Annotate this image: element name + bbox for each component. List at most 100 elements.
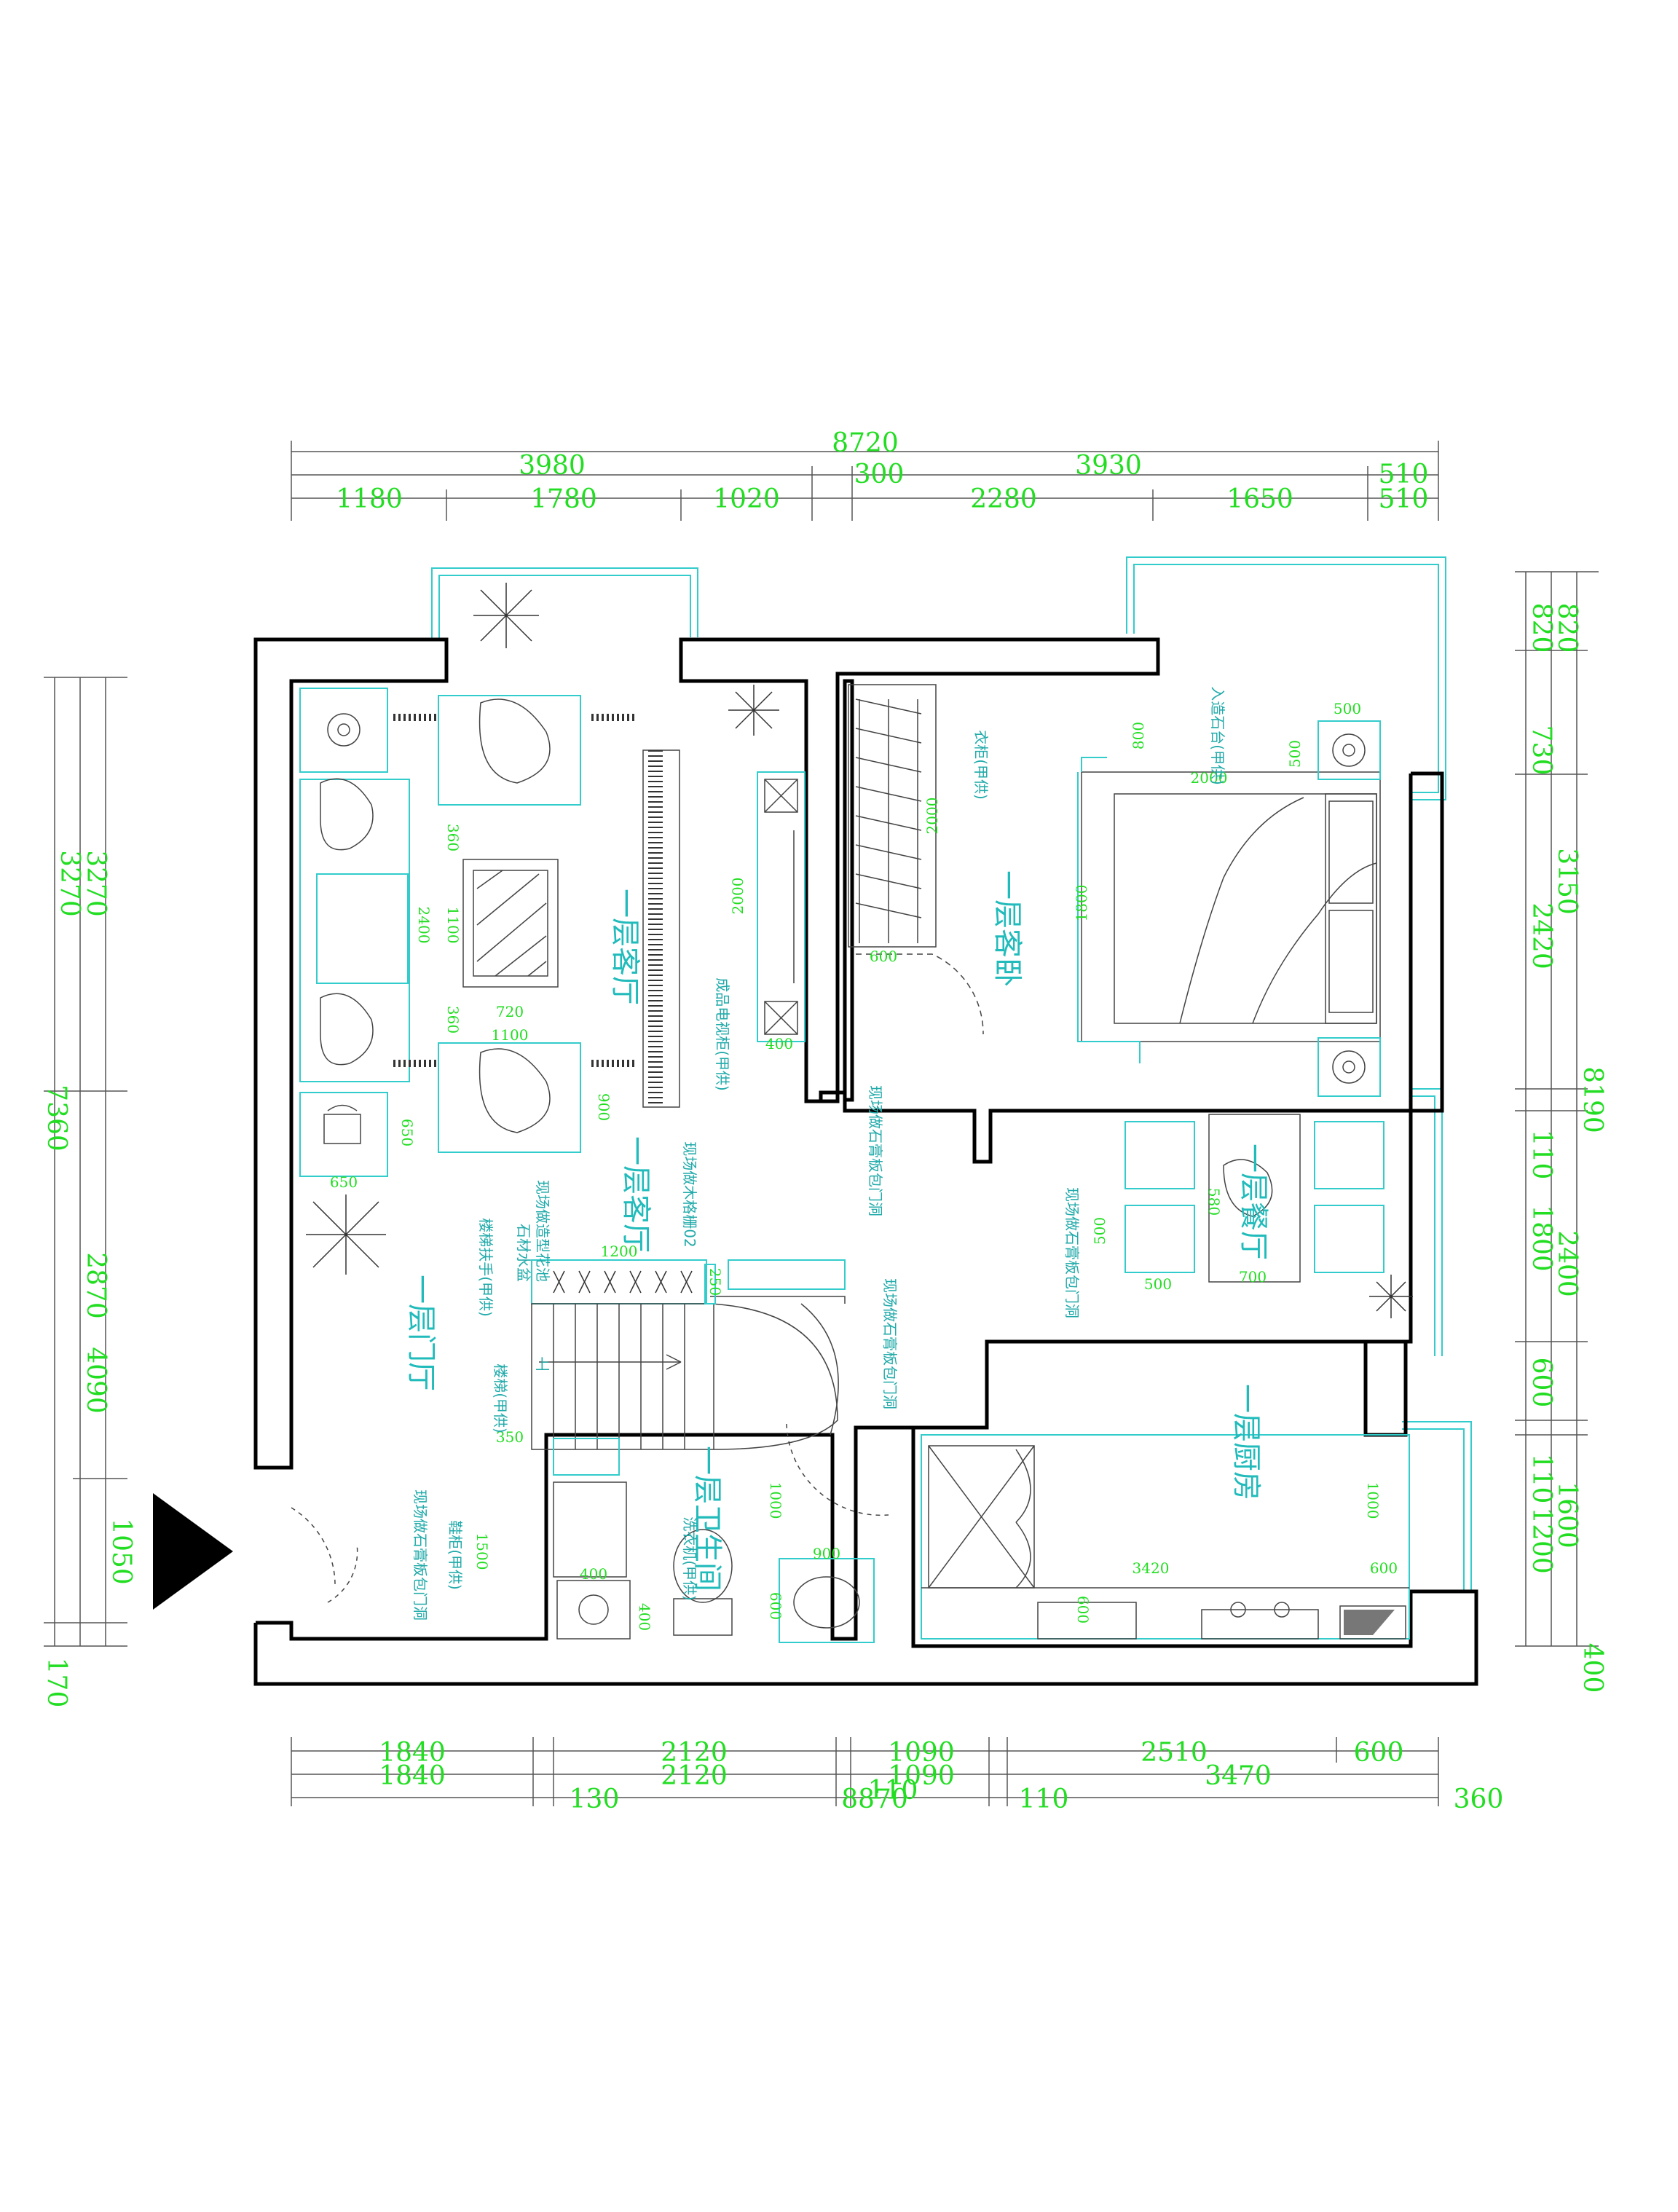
basin	[779, 1558, 875, 1643]
note-gypsum-door-4: 现场做石膏板包门洞	[411, 1489, 429, 1621]
dim-left-outer-1: 3270	[55, 850, 84, 917]
dim-bottom-row1-3: 1090	[888, 1738, 955, 1768]
bathroom-fixtures	[553, 1423, 889, 1643]
svg-text:3420: 3420	[1133, 1559, 1170, 1577]
dining-chair	[1124, 1121, 1195, 1189]
dim-bottom-row3-4: 360	[1454, 1784, 1504, 1814]
entrance-arrow	[153, 1493, 233, 1610]
bottom-dimension-lines	[291, 1737, 1439, 1806]
svg-text:400: 400	[765, 1035, 793, 1052]
svg-text:500: 500	[1091, 1217, 1108, 1245]
note-gypsum-door-1: 现场做石膏板包门洞	[867, 1085, 884, 1216]
svg-text:1100: 1100	[492, 1026, 529, 1044]
nightstand-top	[1317, 720, 1381, 780]
sink	[1037, 1602, 1137, 1640]
dining-chair	[1314, 1205, 1384, 1273]
dim-bottom-row3-2: 8870	[841, 1784, 908, 1814]
svg-text:2000: 2000	[923, 798, 941, 835]
note-gypsum-door-2: 现场做石膏板包门洞	[1063, 1187, 1081, 1318]
dim-top-row2-4: 510	[1379, 460, 1429, 489]
note-planter-box: 石材水盆	[515, 1224, 532, 1282]
svg-text:650: 650	[330, 1173, 358, 1191]
note-gypsum-door-3: 现场做石膏板包门洞	[881, 1278, 899, 1409]
plant-icon	[306, 583, 1413, 1318]
dim-bottom-row1-5: 600	[1354, 1738, 1404, 1768]
dim-right-inner-1: 820	[1552, 603, 1582, 653]
svg-text:350: 350	[496, 1428, 524, 1446]
dining-table	[1208, 1114, 1301, 1283]
dim-left-inner-3: 4090	[81, 1347, 111, 1414]
svg-text:1000: 1000	[767, 1482, 784, 1519]
svg-text:580: 580	[1205, 1188, 1223, 1216]
svg-text:600: 600	[870, 948, 897, 965]
dim-bottom-row1-2: 2120	[661, 1738, 728, 1768]
note-tv-cabinet: 成品电视柜(甲供)	[714, 977, 731, 1091]
dim-bottom-row3-3: 110	[1019, 1784, 1069, 1814]
dim-top-row3-5: 1650	[1226, 484, 1293, 514]
note-wardrobe: 衣柜(甲供)	[972, 730, 990, 800]
dim-right-inner-11: 1600	[1552, 1481, 1582, 1548]
svg-text:400: 400	[580, 1565, 607, 1583]
bedroom-furniture	[848, 684, 1381, 1097]
dim-left-inner-2: 2870	[81, 1252, 111, 1319]
dim-top-row3-4: 2280	[970, 484, 1037, 514]
armchair-bottom	[438, 1042, 581, 1153]
note-wood-slats: 现场做木格栅02	[681, 1141, 698, 1247]
svg-text:1100: 1100	[444, 907, 462, 944]
laundry-sink	[556, 1580, 631, 1640]
dim-bottom-row2-1: 1840	[379, 1761, 446, 1791]
svg-text:600: 600	[1074, 1596, 1092, 1623]
dim-right-inner-12: 1200	[1527, 1507, 1556, 1574]
dim-top-row3-2: 1780	[530, 484, 597, 514]
phone-table	[299, 1092, 388, 1177]
dim-bottom-row2-2: 2120	[661, 1761, 728, 1791]
bed	[1081, 771, 1381, 1042]
dim-top-row2-2: 300	[854, 460, 905, 489]
dim-bottom-row2-4: 3470	[1205, 1761, 1272, 1791]
svg-text:900: 900	[595, 1093, 612, 1121]
dim-bottom-row3-1: 130	[570, 1784, 620, 1814]
dining-chair	[1314, 1121, 1384, 1189]
left-dimension-lines	[44, 677, 127, 1647]
dim-right-outer-1: 8190	[1577, 1066, 1607, 1133]
dim-right-inner-3: 730	[1527, 725, 1556, 776]
svg-text:650: 650	[398, 1119, 416, 1146]
svg-text:500: 500	[1144, 1275, 1172, 1293]
dim-left-outer-3: 170	[42, 1658, 71, 1708]
note-laundry: 洗衣机(甲供)	[681, 1516, 698, 1601]
dim-top-overall: 8720	[832, 428, 899, 458]
svg-text:800: 800	[1130, 722, 1147, 749]
dim-right-inner-10: 110	[1527, 1454, 1556, 1504]
dim-top-row3-6: 510	[1379, 484, 1429, 514]
tv-cabinet-outline	[757, 771, 805, 1042]
armchair-top	[438, 695, 581, 806]
washing-machine	[553, 1481, 627, 1578]
svg-text:900: 900	[813, 1545, 840, 1562]
room-label-bedroom: 一层客卧	[990, 870, 1024, 987]
svg-text:600: 600	[767, 1592, 784, 1620]
interior-dims: 500 500 800 2000 2000 1800 600 2000 400 …	[330, 700, 1398, 1631]
note-nightstand: 入造石台(甲供)	[1209, 686, 1226, 785]
svg-text:1000: 1000	[1364, 1482, 1382, 1519]
dim-top-row3-3: 1020	[713, 484, 780, 514]
svg-text:700: 700	[1239, 1268, 1267, 1286]
room-label-foyer: 一层门厅	[404, 1275, 438, 1391]
living-room-furniture	[299, 688, 805, 1177]
room-label-dining: 一层餐厅	[1237, 1144, 1270, 1260]
dim-right-inner-8: 2400	[1552, 1230, 1582, 1297]
svg-text:2000: 2000	[1191, 769, 1228, 787]
top-dimension-lines	[291, 441, 1439, 521]
svg-text:1500: 1500	[473, 1533, 491, 1570]
svg-text:400: 400	[636, 1603, 653, 1631]
dim-bottom-overlap: 110	[868, 1776, 918, 1806]
note-up: 上	[535, 1355, 550, 1373]
dim-left-inner-4: 1050	[106, 1518, 136, 1585]
nightstand-bottom	[1317, 1037, 1381, 1097]
sofa	[299, 779, 410, 1082]
kitchen-furniture	[921, 1434, 1410, 1640]
dim-right-inner-6: 110	[1527, 1130, 1556, 1180]
dim-left-outer-2: 7360	[42, 1085, 71, 1152]
right-dimension-lines	[1515, 571, 1599, 1647]
svg-text:360: 360	[444, 1006, 462, 1034]
